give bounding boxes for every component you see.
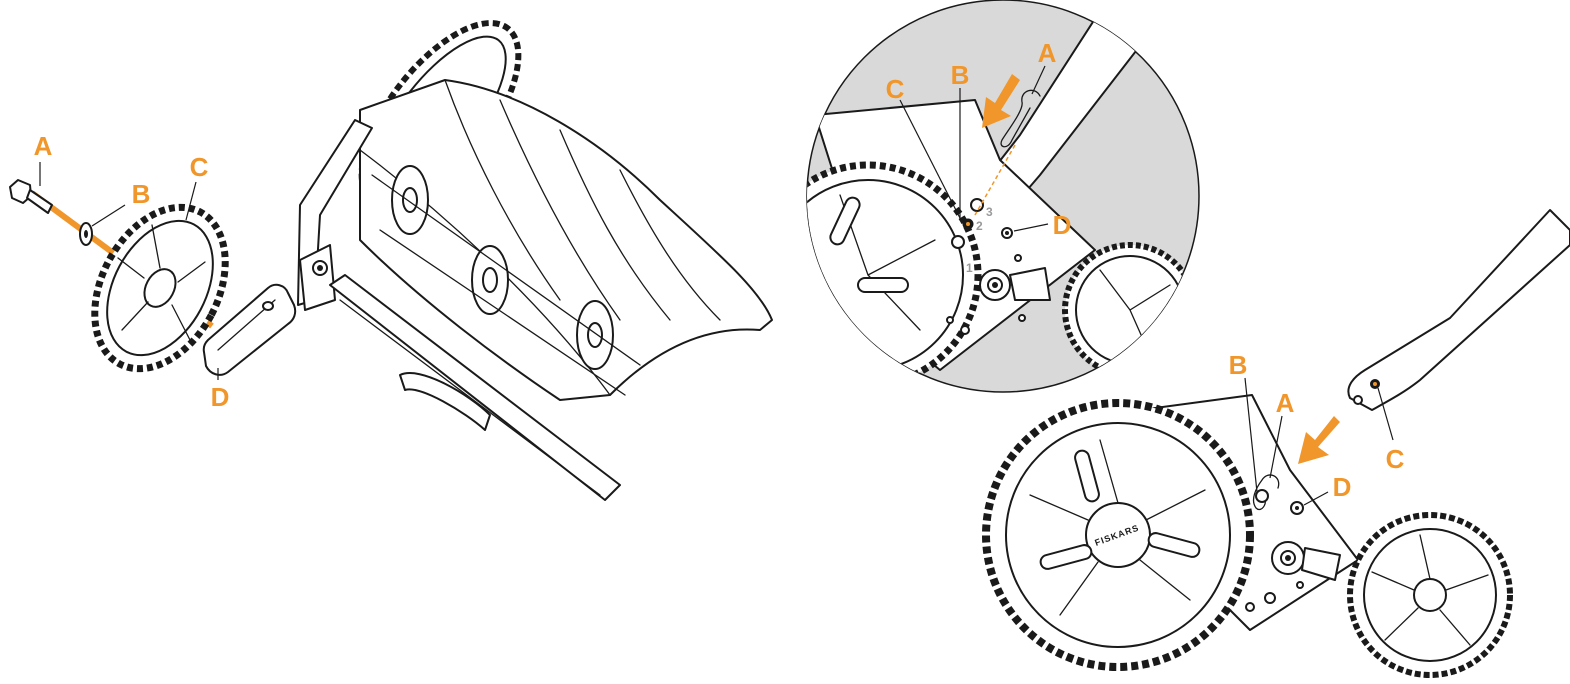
label-b: B xyxy=(132,179,151,209)
label-d: D xyxy=(211,382,230,412)
height-adjustment-holes: 1 2 3 xyxy=(951,198,1013,275)
label-c: C xyxy=(190,152,209,182)
label-a: A xyxy=(34,131,53,161)
figure-right-handle-attachment: FISKARS B A D xyxy=(982,209,1570,678)
reel-blades xyxy=(371,165,641,396)
hole-number-2: 2 xyxy=(976,219,983,233)
hole-number-1: 1 xyxy=(966,261,973,275)
wheel-mounting-bracket xyxy=(202,283,297,376)
detail-label-a: A xyxy=(1038,38,1057,68)
mower-side-frame xyxy=(297,119,373,311)
right-large-wheel: FISKARS xyxy=(982,399,1254,671)
right-small-wheel xyxy=(1347,512,1513,678)
hairpin-clip xyxy=(1000,89,1041,148)
detail-label-b: B xyxy=(951,60,970,90)
detail-label-d: D xyxy=(1053,210,1072,240)
detail-label-c: C xyxy=(886,74,905,104)
insert-direction-arrow xyxy=(982,74,1020,128)
right-label-d: D xyxy=(1333,472,1352,502)
right-label-b: B xyxy=(1229,350,1248,380)
figure-left-mower-wheel-assembly: A B C D xyxy=(9,20,773,501)
bolt-part xyxy=(9,179,53,214)
small-wheel-part xyxy=(91,203,229,373)
figure-detail-zoom: 1 2 3 B C A D xyxy=(806,0,1200,393)
hole-number-3: 3 xyxy=(986,205,993,219)
washer-part xyxy=(79,222,93,246)
right-label-c: C xyxy=(1386,444,1405,474)
right-label-a: A xyxy=(1276,388,1295,418)
right-hairpin-clip xyxy=(1252,474,1280,511)
mower-handle xyxy=(1347,209,1570,411)
mower-bottom-roller xyxy=(329,274,621,501)
right-insert-arrow xyxy=(1298,416,1340,464)
